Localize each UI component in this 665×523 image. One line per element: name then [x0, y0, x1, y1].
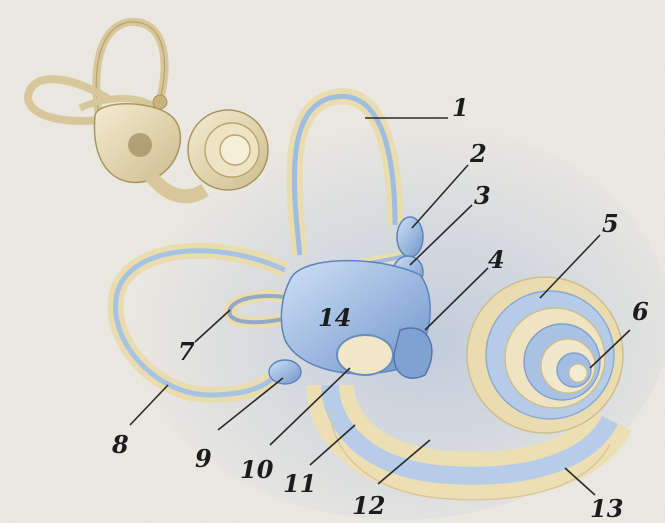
- label-12: 12: [352, 491, 385, 520]
- label-11: 11: [283, 469, 316, 498]
- label-5: 5: [602, 209, 619, 238]
- label-10: 10: [240, 455, 274, 484]
- saccule: [394, 328, 432, 378]
- oval-window: [337, 335, 393, 375]
- ampulla-upper: [397, 217, 423, 257]
- label-8: 8: [111, 430, 129, 459]
- ampulla-posterior: [269, 360, 301, 384]
- label-2: 2: [469, 139, 487, 168]
- label-7: 7: [178, 337, 195, 366]
- cochlea-spiral: [467, 277, 623, 433]
- label-9: 9: [195, 444, 212, 473]
- label-1: 1: [452, 93, 469, 122]
- label-13: 13: [590, 494, 623, 523]
- label-3: 3: [474, 181, 491, 210]
- label-4: 4: [488, 245, 505, 274]
- label-14: 14: [318, 303, 351, 332]
- label-6: 6: [632, 297, 649, 326]
